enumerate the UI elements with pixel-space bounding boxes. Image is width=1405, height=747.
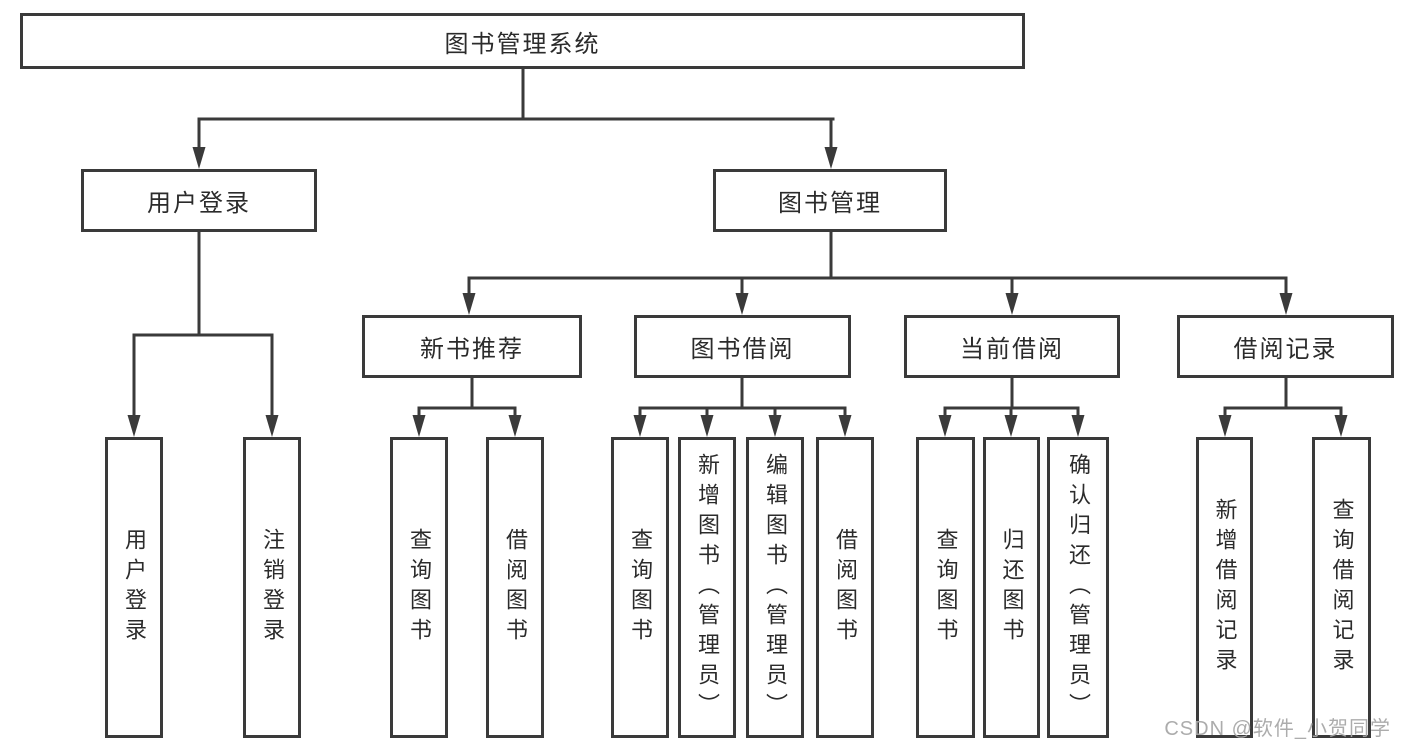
leaf-records-add-record: 新增借阅记录	[1196, 437, 1253, 738]
leaf-user-login: 用户登录	[105, 437, 163, 738]
leaf-current-confirm-return-admin: 确认归还（管理员）	[1047, 437, 1109, 738]
leaf-borrow-query-books: 查询图书	[611, 437, 669, 738]
leaf-logout: 注销登录	[243, 437, 301, 738]
node-library-system: 图书管理系统	[20, 13, 1025, 69]
node-user-login: 用户登录	[81, 169, 317, 232]
leaf-records-query-record: 查询借阅记录	[1312, 437, 1371, 738]
leaf-borrow-borrow-books: 借阅图书	[816, 437, 874, 738]
csdn-watermark: CSDN @软件_小贺同学	[1164, 718, 1391, 740]
leaf-current-return-books: 归还图书	[983, 437, 1040, 738]
leaf-current-query-books: 查询图书	[916, 437, 975, 738]
leaf-newbooks-query-books: 查询图书	[390, 437, 448, 738]
leaf-borrow-add-books-admin: 新增图书（管理员）	[678, 437, 736, 738]
node-new-book-recommend: 新书推荐	[362, 315, 582, 378]
node-book-management: 图书管理	[713, 169, 947, 232]
leaf-newbooks-borrow-books: 借阅图书	[486, 437, 544, 738]
node-borrow-records: 借阅记录	[1177, 315, 1394, 378]
node-current-borrow: 当前借阅	[904, 315, 1120, 378]
node-book-borrow: 图书借阅	[634, 315, 851, 378]
leaf-borrow-edit-books-admin: 编辑图书（管理员）	[746, 437, 804, 738]
